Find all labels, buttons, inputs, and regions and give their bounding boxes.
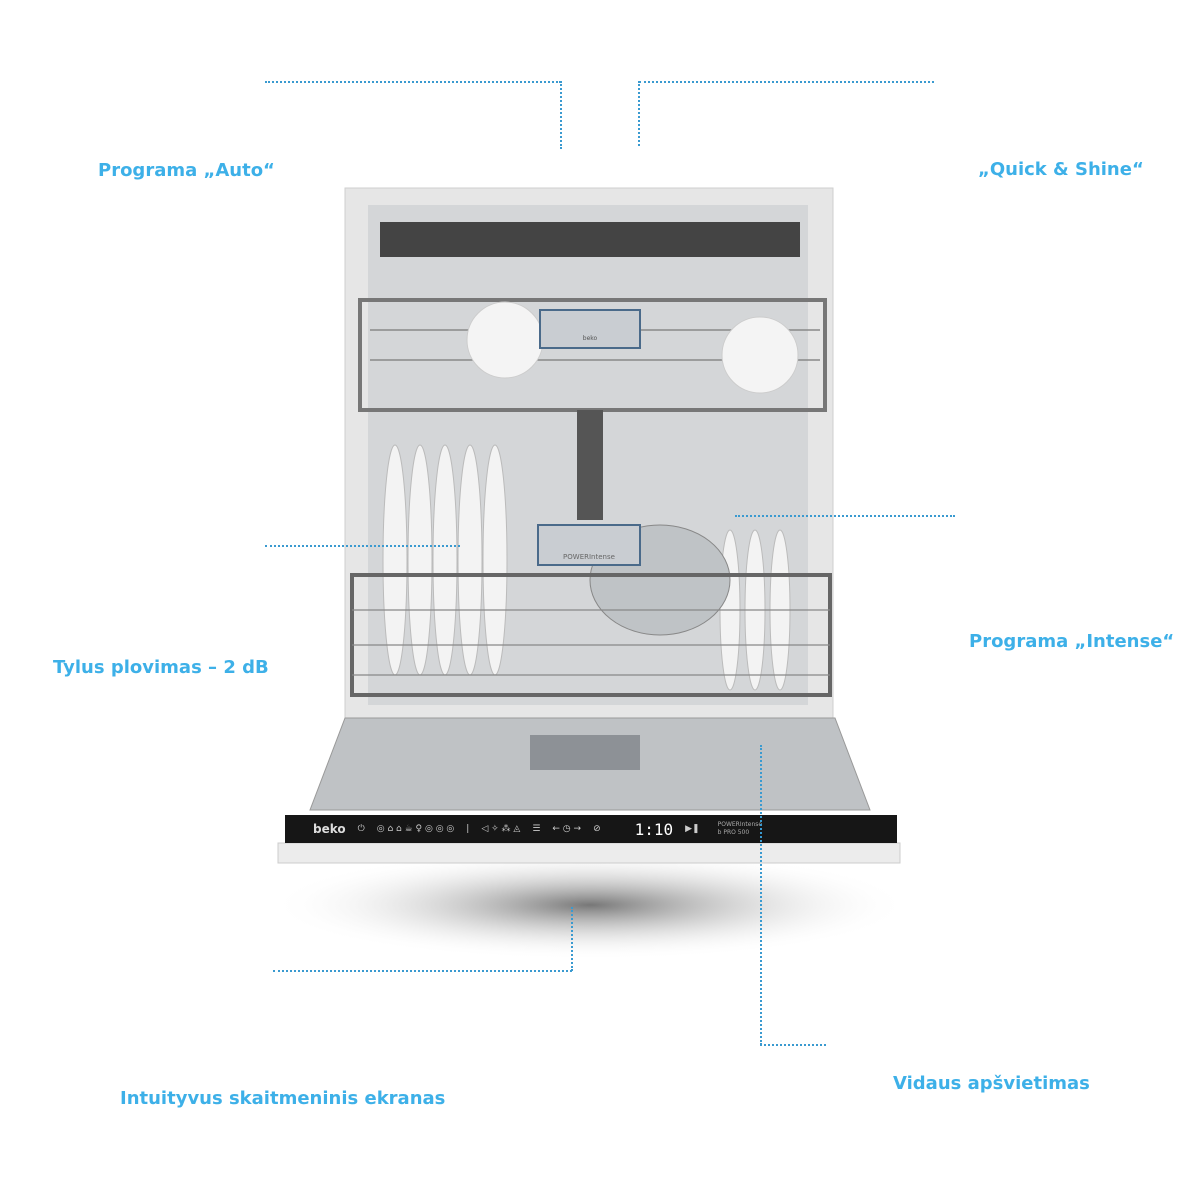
label-auto-program: Programa „Auto“ xyxy=(98,160,275,181)
leader-line xyxy=(639,81,934,83)
time-display: 1:10 xyxy=(634,819,674,839)
start-pause-button[interactable]: ▶❚ xyxy=(685,824,700,834)
upper-spray xyxy=(380,222,800,257)
leader-line xyxy=(760,745,762,1045)
menu-button[interactable]: ☰ xyxy=(532,824,541,834)
leader-line xyxy=(273,970,572,972)
lower-rack xyxy=(350,573,832,697)
top-badge: beko xyxy=(583,335,598,342)
label-quiet-wash: Tylus plovimas – 2 dB xyxy=(53,657,269,678)
program-icons[interactable]: ◎ ⌂ ⌂ ☕ ♀ ◎ ◎ ◎ xyxy=(376,824,455,834)
label-quick-shine: „Quick & Shine“ xyxy=(978,159,1144,180)
leader-line xyxy=(760,1044,826,1046)
delay-controls[interactable]: ← ◷ → xyxy=(552,824,582,834)
divider: | xyxy=(466,824,470,834)
leader-line xyxy=(571,907,573,971)
series-name: POWERIntense xyxy=(717,821,763,828)
basket-badge: POWERIntense xyxy=(563,553,615,561)
model-name: b PRO 500 xyxy=(717,829,750,836)
leader-line xyxy=(735,515,955,517)
label-intense-program: Programa „Intense“ xyxy=(969,631,1175,652)
control-panel: beko ⏻ ◎ ⌂ ⌂ ☕ ♀ ◎ ◎ ◎ | ◁ ✧ ⁂ ◬ ☰ ← ◷ →… xyxy=(285,815,897,843)
brand-logo: beko xyxy=(313,822,346,836)
leader-line xyxy=(265,545,460,547)
cancel-button[interactable]: ⊘ xyxy=(593,824,601,834)
leader-line xyxy=(638,81,640,146)
label-digital-display: Intuityvus skaitmeninis ekranas xyxy=(120,1088,446,1109)
shadow xyxy=(270,850,910,960)
leader-line xyxy=(265,81,561,83)
label-interior-lighting: Vidaus apšvietimas xyxy=(893,1073,1090,1094)
option-icons[interactable]: ◁ ✧ ⁂ ◬ xyxy=(481,824,521,834)
power-button[interactable]: ⏻ xyxy=(357,824,365,834)
leader-line xyxy=(560,81,562,149)
